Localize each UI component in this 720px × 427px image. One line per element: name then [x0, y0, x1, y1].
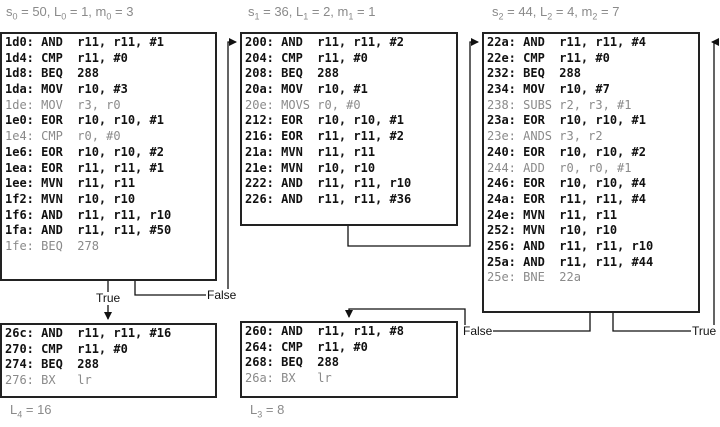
code-line: 1da: MOV r10, #3 — [5, 82, 128, 97]
header-text: = 8 — [262, 402, 285, 417]
code-line: 21e: MVN r10, r10 — [245, 160, 376, 175]
header-text: s — [248, 4, 255, 19]
code-line: 276: BX lr — [5, 373, 92, 388]
code-line: 204: CMP r11, #0 — [245, 50, 368, 65]
header-subscript: 2 — [547, 11, 553, 22]
code-line: 256: AND r11, r11, r10 — [487, 238, 654, 253]
header-text: L — [250, 402, 258, 417]
code-line: 1ea: EOR r11, r11, #1 — [5, 160, 164, 175]
header-subscript: 0 — [106, 11, 112, 22]
code-line: 238: SUBS r2, r3, #1 — [487, 97, 632, 112]
code-line: 212: EOR r10, r10, #1 — [245, 113, 404, 128]
code-line: 264: CMP r11, #0 — [245, 339, 368, 354]
code-line: 1d8: BEQ 288 — [5, 66, 99, 81]
code-line: 216: EOR r11, r11, #2 — [245, 129, 404, 144]
code-line: 26a: BX lr — [245, 371, 332, 386]
code-line: 1f2: MVN r10, r10 — [5, 191, 136, 206]
code-line: 1fa: AND r11, r11, #50 — [5, 223, 172, 238]
code-line: 1f6: AND r11, r11, r10 — [5, 207, 172, 222]
code-line: 1e4: CMP r0, #0 — [5, 129, 121, 144]
code-line: 208: BEQ 288 — [245, 66, 339, 81]
code-line: 222: AND r11, r11, r10 — [245, 176, 412, 191]
arrow-b2-false-to-b3 — [345, 308, 591, 332]
code-line: 1e0: EOR r10, r10, #1 — [5, 113, 164, 128]
code-line: 232: BEQ 288 — [487, 66, 581, 81]
code-line: 22e: CMP r11, #0 — [487, 50, 610, 65]
code-line: 270: CMP r11, #0 — [5, 341, 128, 356]
code-line: 260: AND r11, r11, #8 — [245, 324, 404, 338]
code-line: 21a: MVN r11, r11 — [245, 144, 376, 159]
header-text: s — [492, 4, 499, 19]
header-subscript: 1 — [303, 11, 309, 22]
edge-label-b2-true: True — [691, 324, 718, 338]
code-line: 1d0: AND r11, r11, #1 — [5, 35, 164, 49]
edge-label-b0-true: True — [95, 291, 122, 305]
header-text: s — [6, 4, 13, 19]
header-text: = 1 — [353, 4, 376, 19]
block-1-header: s1 = 36, L1 = 2, m1 = 1 — [248, 4, 375, 25]
code-line: 1ee: MVN r11, r11 — [5, 176, 136, 191]
header-subscript: 0 — [61, 11, 67, 22]
code-line: 1e6: EOR r10, r10, #2 — [5, 144, 164, 159]
header-text: = 3 — [111, 4, 134, 19]
header-text: = 50, L — [17, 4, 62, 19]
edge-label-b2-false: False — [462, 324, 494, 338]
header-subscript: 3 — [257, 409, 263, 420]
header-subscript: 1 — [348, 11, 354, 22]
block-4-header: L4 = 16 — [10, 402, 52, 423]
header-subscript: 2 — [498, 11, 504, 22]
code-line: 25a: AND r11, r11, #44 — [487, 254, 654, 269]
arrow-b1-to-b2 — [347, 38, 479, 247]
code-line: 24a: EOR r11, r11, #4 — [487, 191, 646, 206]
code-line: 234: MOV r10, #7 — [487, 82, 610, 97]
header-text: L — [10, 402, 18, 417]
header-text: = 36, L — [259, 4, 304, 19]
block-3-header: L3 = 8 — [250, 402, 284, 423]
code-line: 20a: MOV r10, #1 — [245, 82, 368, 97]
code-line: 24e: MVN r11, r11 — [487, 207, 618, 222]
code-line: 1de: MOV r3, r0 — [5, 97, 121, 112]
edge-label-b0-false: False — [206, 288, 238, 302]
header-text: = 4, m — [552, 4, 593, 19]
code-line: 1d4: CMP r11, #0 — [5, 50, 128, 65]
header-text: = 44, L — [503, 4, 548, 19]
header-text: = 2, m — [308, 4, 349, 19]
block-2-header: s2 = 44, L2 = 4, m2 = 7 — [492, 4, 619, 25]
header-subscript: 1 — [254, 11, 260, 22]
code-line: 240: EOR r10, r10, #2 — [487, 144, 646, 159]
header-subscript: 0 — [12, 11, 18, 22]
code-line: 274: BEQ 288 — [5, 357, 99, 372]
code-line: 26c: AND r11, r11, #16 — [5, 326, 172, 340]
code-line: 23e: ANDS r3, r2 — [487, 129, 603, 144]
code-line: 200: AND r11, r11, #2 — [245, 35, 404, 49]
code-line: 244: ADD r0, r0, #1 — [487, 160, 632, 175]
block-0-header: s0 = 50, L0 = 1, m0 = 3 — [6, 4, 133, 25]
header-text: = 1, m — [66, 4, 107, 19]
header-subscript: 2 — [592, 11, 598, 22]
code-line: 1fe: BEQ 278 — [5, 238, 99, 253]
code-line: 226: AND r11, r11, #36 — [245, 191, 412, 206]
code-line: 23a: EOR r10, r10, #1 — [487, 113, 646, 128]
header-subscript: 4 — [17, 409, 23, 420]
code-line: 20e: MOVS r0, #0 — [245, 97, 361, 112]
code-line: 268: BEQ 288 — [245, 355, 339, 370]
header-text: = 7 — [597, 4, 620, 19]
code-line: 252: MVN r10, r10 — [487, 223, 618, 238]
code-line: 25e: BNE 22a — [487, 270, 581, 285]
code-line: 22a: AND r11, r11, #4 — [487, 35, 646, 49]
code-line: 246: EOR r10, r10, #4 — [487, 176, 646, 191]
header-text: = 16 — [22, 402, 52, 417]
